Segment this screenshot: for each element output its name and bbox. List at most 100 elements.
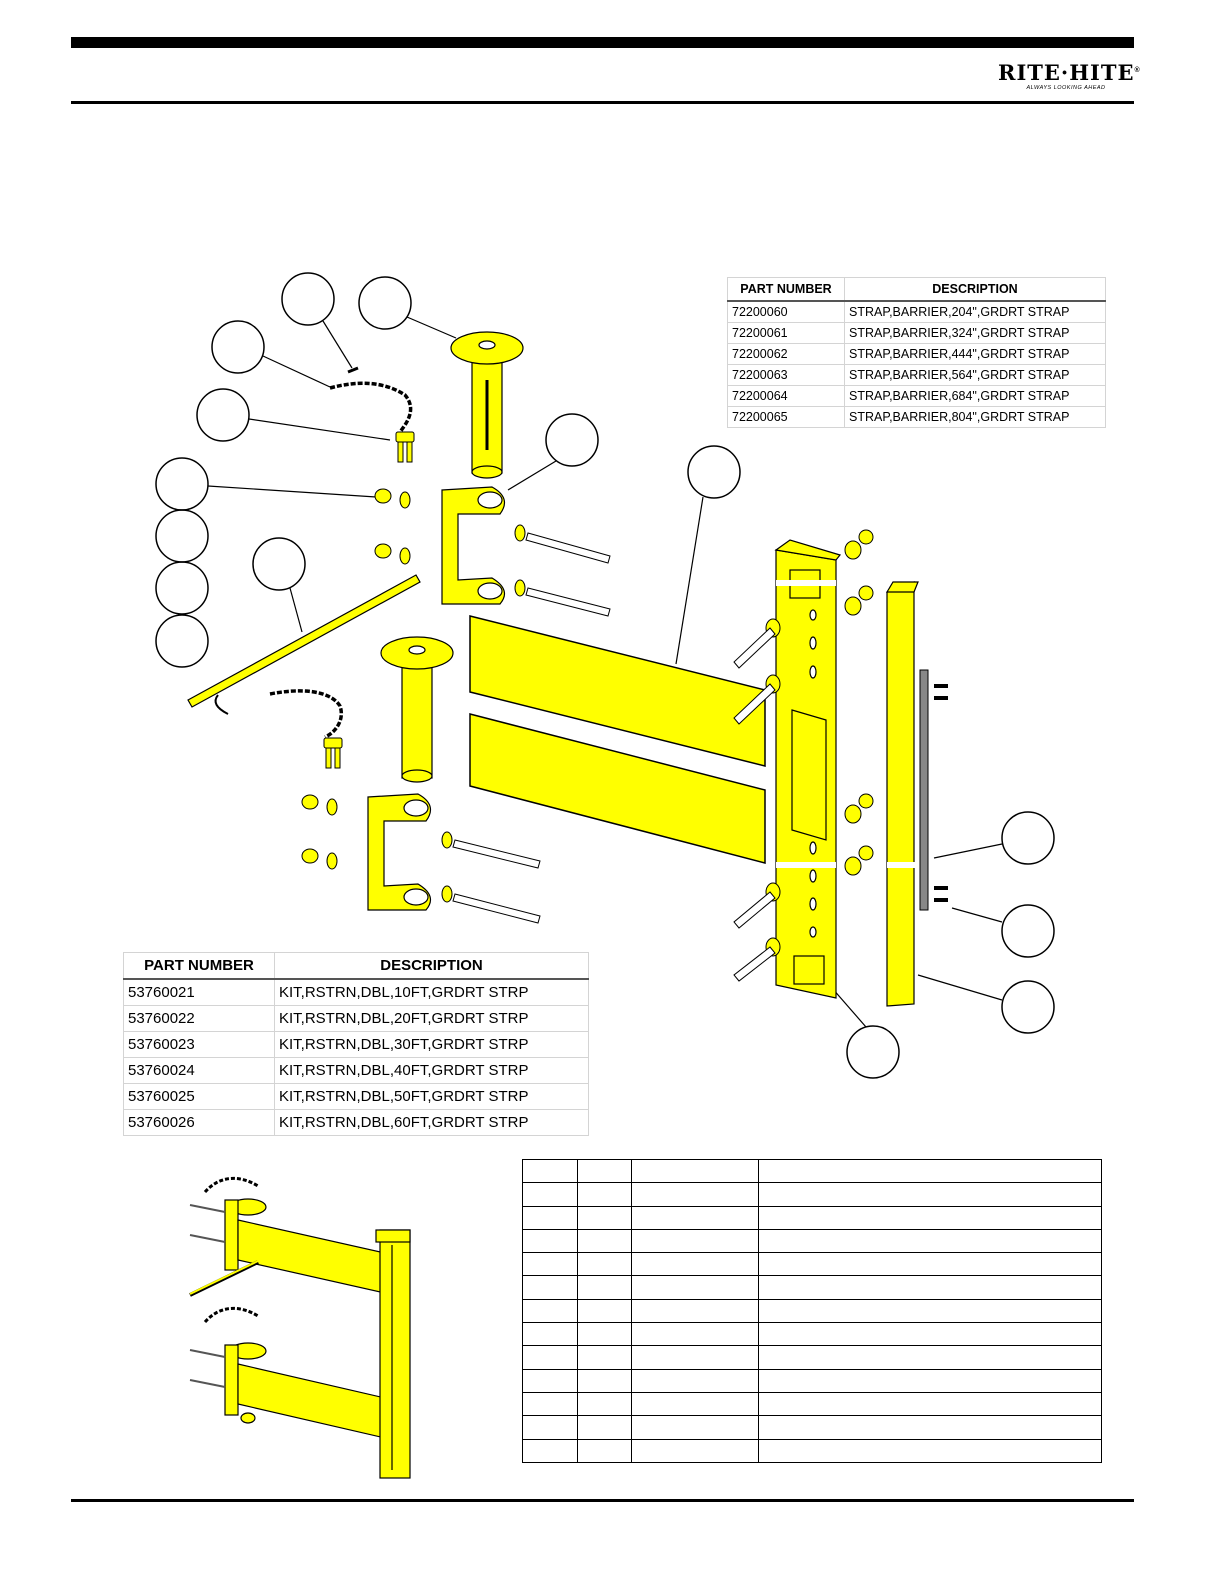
pin-clip-bottom (323, 737, 343, 769)
empty-cell (631, 1368, 759, 1393)
empty-cell (757, 1368, 1103, 1393)
post-highlight (776, 862, 836, 868)
part-number: 53760025 (123, 1083, 275, 1110)
empty-cell (631, 1322, 759, 1347)
screws-plate (934, 684, 948, 902)
vertical-post (774, 539, 842, 999)
empty-cell (576, 1275, 633, 1300)
part-number: 72200060 (727, 300, 845, 323)
description: STRAP,BARRIER,444",GRDRT STRAP (844, 343, 1106, 365)
description: KIT,RSTRN,DBL,50FT,GRDRT STRP (274, 1083, 589, 1110)
empty-cell (522, 1438, 578, 1463)
empty-cell (631, 1345, 759, 1370)
empty-cell (757, 1298, 1103, 1324)
empty-cell (757, 1158, 1103, 1184)
empty-cell (576, 1182, 633, 1207)
part-number: 53760021 (123, 978, 275, 1006)
nuts-washers-left (301, 488, 411, 870)
empty-cell (757, 1205, 1103, 1230)
ground-post-top (450, 331, 524, 479)
empty-cell (576, 1391, 633, 1417)
strap-header-part-number: PART NUMBER (727, 277, 845, 302)
barrier-straps (469, 615, 766, 864)
description: STRAP,BARRIER,324",GRDRT STRAP (844, 322, 1106, 344)
callout-bubble (252, 537, 306, 591)
callout-bubble (211, 320, 265, 374)
empty-cell (522, 1182, 578, 1207)
nuts-washers-post (844, 529, 874, 876)
header-bar (71, 37, 1134, 48)
table-row (522, 1228, 1103, 1254)
empty-cell (757, 1275, 1103, 1300)
empty-cell (522, 1228, 578, 1254)
empty-cell (522, 1275, 578, 1300)
empty-cell (757, 1252, 1103, 1277)
empty-cell (522, 1298, 578, 1324)
empty-cell (631, 1298, 759, 1324)
callout-bubble (281, 272, 335, 326)
empty-cell (522, 1205, 578, 1230)
bracket-bottom (367, 793, 432, 911)
description: STRAP,BARRIER,684",GRDRT STRAP (844, 385, 1106, 407)
description: KIT,RSTRN,DBL,30FT,GRDRT STRP (274, 1031, 589, 1058)
ground-post-bottom (380, 636, 454, 783)
empty-cell (522, 1158, 578, 1184)
empty-cell (576, 1345, 633, 1370)
logo-tagline: ALWAYS LOOKING AHEAD (1026, 85, 1106, 91)
part-number: 72200064 (727, 385, 845, 407)
callout-bubble (545, 413, 599, 467)
strap-header-description: DESCRIPTION (844, 277, 1106, 302)
safety-chain-top (329, 381, 413, 434)
part-number: 53760026 (123, 1109, 275, 1136)
empty-cell (757, 1438, 1103, 1463)
callout-bubble (155, 561, 209, 615)
part-number: 72200063 (727, 364, 845, 386)
channel-highlight (887, 862, 915, 868)
empty-cell (631, 1228, 759, 1254)
header-rule (71, 101, 1134, 104)
callout-bubble (1001, 904, 1055, 958)
description: KIT,RSTRN,DBL,20FT,GRDRT STRP (274, 1005, 589, 1032)
empty-cell (576, 1228, 633, 1254)
empty-cell (631, 1252, 759, 1277)
description: STRAP,BARRIER,204",GRDRT STRAP (844, 300, 1106, 323)
part-number: 53760023 (123, 1031, 275, 1058)
post-highlight (776, 580, 836, 586)
empty-cell (576, 1415, 633, 1440)
table-row (522, 1438, 1103, 1463)
empty-cell (522, 1415, 578, 1440)
empty-cell (576, 1298, 633, 1324)
vertical-channel (885, 581, 919, 1007)
bracket-top (441, 486, 506, 605)
empty-cell (757, 1415, 1103, 1440)
empty-cell (522, 1391, 578, 1417)
callout-bubble (155, 509, 209, 563)
description: KIT,RSTRN,DBL,10FT,GRDRT STRP (274, 978, 589, 1006)
backing-plate (919, 669, 929, 911)
callout-bubble (155, 457, 209, 511)
empty-cell (631, 1391, 759, 1417)
pin-clip-top (395, 431, 415, 463)
empty-cell (631, 1415, 759, 1440)
empty-cell (576, 1158, 633, 1184)
logo-name: RITE·HITE (998, 60, 1135, 85)
empty-cell (631, 1205, 759, 1230)
part-number: 53760022 (123, 1005, 275, 1032)
carriage-bolts-post (733, 618, 781, 982)
table-row (522, 1205, 1103, 1230)
description: KIT,RSTRN,DBL,40FT,GRDRT STRP (274, 1057, 589, 1084)
handle-rod (187, 574, 421, 715)
table-row (522, 1252, 1103, 1277)
table-row (522, 1415, 1103, 1440)
empty-cell (757, 1182, 1103, 1207)
